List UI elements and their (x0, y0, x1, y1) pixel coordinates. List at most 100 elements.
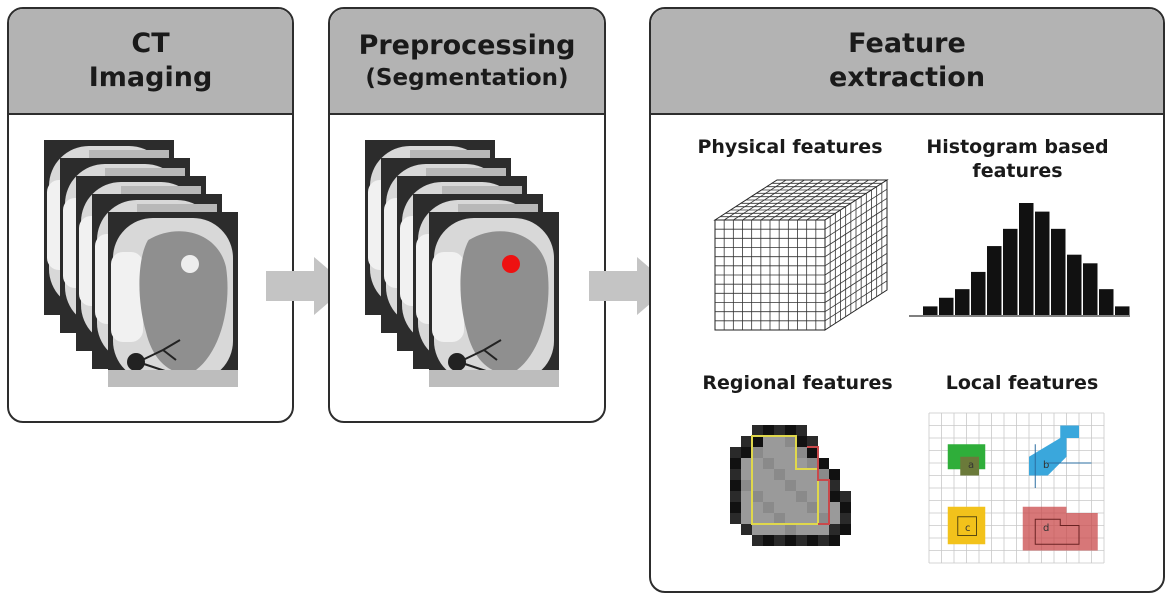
region-pixel (818, 524, 829, 535)
feature-extraction-title-line2: extraction (828, 62, 986, 93)
preprocessing-title-line1: Preprocessing (358, 30, 576, 61)
region-pixel (829, 535, 840, 546)
region-pixel (796, 535, 807, 546)
region-pixel (774, 491, 785, 502)
region-pixel (730, 458, 741, 469)
region-pixel (774, 524, 785, 535)
voxel-cube-icon (713, 179, 889, 331)
ct-imaging-title-line1: CT (131, 28, 170, 59)
region-pixel (774, 513, 785, 524)
region-pixel (774, 502, 785, 513)
ct-imaging-title-line2: Imaging (88, 62, 213, 93)
region-pixel (752, 447, 763, 458)
regional-features-pixel-map (730, 425, 851, 546)
region-pixel (807, 447, 818, 458)
region-pixel (796, 469, 807, 480)
region-pixel (785, 447, 796, 458)
region-pixel (785, 480, 796, 491)
region-pixel (763, 480, 774, 491)
lung-nodule (181, 255, 199, 273)
region-pixel (807, 502, 818, 513)
region-pixel (763, 458, 774, 469)
region-pixel (818, 491, 829, 502)
region-pixel (774, 469, 785, 480)
region-pixel (774, 480, 785, 491)
histogram-bar (1083, 263, 1098, 315)
histogram-bar (1099, 289, 1114, 315)
region-pixel (785, 513, 796, 524)
ct-imaging-panel: CT Imaging (7, 7, 294, 423)
region-pixel (752, 480, 763, 491)
local-patch-b (1029, 425, 1079, 476)
region-pixel (807, 513, 818, 524)
region-pixel (763, 425, 774, 436)
local-patch-label-d: d (1043, 523, 1049, 534)
region-pixel (807, 535, 818, 546)
region-pixel (796, 458, 807, 469)
region-pixel (741, 480, 752, 491)
region-pixel (840, 524, 851, 535)
region-pixel (741, 436, 752, 447)
region-pixel (829, 524, 840, 535)
region-pixel (807, 491, 818, 502)
region-pixel (741, 458, 752, 469)
histogram-bar (1051, 228, 1066, 315)
region-pixel (774, 447, 785, 458)
region-pixel (752, 425, 763, 436)
histogram-bar (971, 271, 986, 315)
region-pixel (796, 425, 807, 436)
lung-region (460, 231, 549, 373)
region-pixel (829, 480, 840, 491)
region-pixel (741, 447, 752, 458)
lung-region (139, 231, 228, 373)
region-pixel (785, 491, 796, 502)
ct-slice-stack (44, 140, 238, 387)
region-pixel (807, 458, 818, 469)
histogram-features-label: Histogram based features (905, 135, 1130, 183)
histogram-features-line2: features (972, 160, 1063, 182)
region-pixel (741, 491, 752, 502)
region-outline-red (807, 446, 830, 525)
local-features-label: Local features (945, 372, 1099, 394)
region-pixel (829, 469, 840, 480)
region-pixel (818, 513, 829, 524)
regional-features-label: Regional features (702, 372, 893, 394)
airway-icon (448, 353, 466, 371)
region-pixel (730, 447, 741, 458)
histogram-bar (987, 246, 1002, 315)
region-pixel (774, 535, 785, 546)
region-pixel (730, 502, 741, 513)
ct-slice (429, 212, 559, 387)
region-pixel (763, 502, 774, 513)
region-pixel (829, 513, 840, 524)
region-pixel (807, 480, 818, 491)
region-pixel (840, 502, 851, 513)
histogram-bar (1067, 254, 1082, 315)
region-pixel (807, 436, 818, 447)
region-pixel (774, 436, 785, 447)
histogram-bar (1115, 306, 1130, 315)
region-pixel (774, 425, 785, 436)
region-pixel (840, 491, 851, 502)
region-pixel (796, 436, 807, 447)
ct-imaging-header: CT Imaging (9, 9, 292, 115)
region-pixel (796, 491, 807, 502)
region-pixel (730, 469, 741, 480)
histogram-bar (923, 306, 938, 315)
region-pixel (752, 502, 763, 513)
physical-features-label: Physical features (697, 136, 883, 158)
region-pixel (763, 513, 774, 524)
airway-icon (127, 353, 145, 371)
region-pixel (785, 425, 796, 436)
local-patch-label-c: c (965, 523, 971, 534)
region-pixel (785, 524, 796, 535)
region-pixel (785, 469, 796, 480)
region-pixel (807, 524, 818, 535)
region-pixel (818, 469, 829, 480)
feature-extraction-title-line1: Feature (848, 28, 966, 59)
segmented-nodule (502, 255, 520, 273)
region-pixel (741, 524, 752, 535)
histogram-bar (1003, 228, 1018, 315)
ct-slice (108, 212, 238, 387)
histogram-bar (939, 297, 954, 315)
